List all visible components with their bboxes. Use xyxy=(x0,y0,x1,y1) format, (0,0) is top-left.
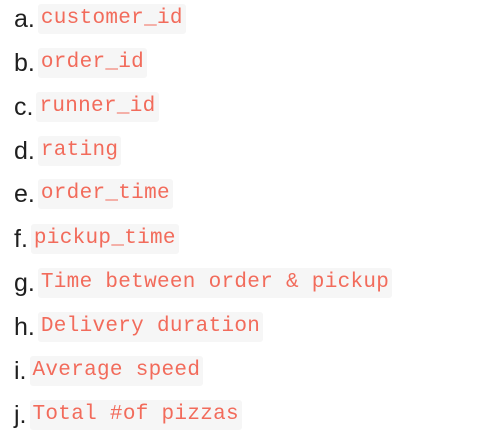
list-item: j. Total #of pizzas xyxy=(14,398,242,432)
list-marker: f. xyxy=(14,224,28,253)
list-marker: b. xyxy=(14,48,35,77)
inline-code: order_id xyxy=(37,48,148,78)
list-item: i. Average speed xyxy=(14,354,204,388)
inline-code: Average speed xyxy=(29,356,204,386)
list-marker: d. xyxy=(14,136,35,165)
list-marker: a. xyxy=(14,4,35,33)
list-marker: c. xyxy=(14,92,34,121)
list-marker: i. xyxy=(14,356,27,385)
inline-code: order_time xyxy=(37,179,173,209)
list-item: g. Time between order & pickup xyxy=(14,266,393,300)
list-marker: e. xyxy=(14,179,35,208)
inline-code: Total #of pizzas xyxy=(29,400,242,430)
list-item: h. Delivery duration xyxy=(14,310,264,344)
list-item: d. rating xyxy=(14,134,122,168)
inline-code: rating xyxy=(37,136,122,166)
inline-code: Delivery duration xyxy=(37,312,264,342)
inline-code: customer_id xyxy=(37,4,186,34)
list-marker: j. xyxy=(14,400,27,429)
list-item: b. order_id xyxy=(14,46,148,80)
list-item: a. customer_id xyxy=(14,2,186,36)
list-item: c. runner_id xyxy=(14,90,159,124)
list-marker: g. xyxy=(14,268,35,297)
list-item: f. pickup_time xyxy=(14,222,179,256)
list-item: e. order_time xyxy=(14,177,173,211)
inline-code: runner_id xyxy=(36,92,159,122)
inline-code: Time between order & pickup xyxy=(37,268,393,298)
inline-code: pickup_time xyxy=(30,224,179,254)
list-marker: h. xyxy=(14,312,35,341)
